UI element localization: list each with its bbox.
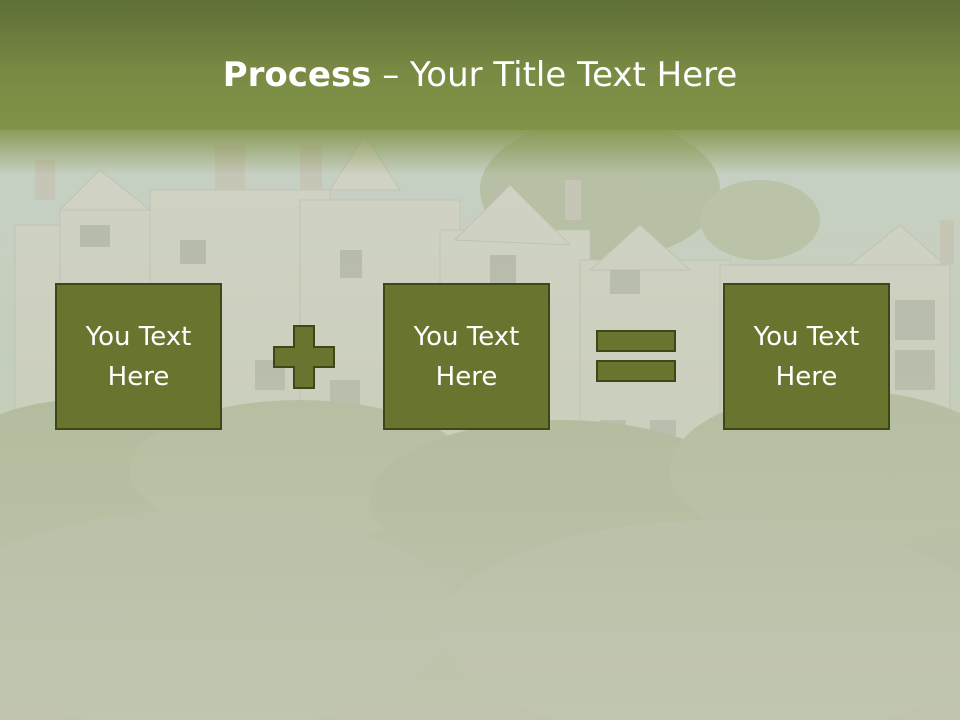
title-text: – Your Title Text Here <box>371 55 738 95</box>
title-bar <box>0 0 960 130</box>
process-box-2[interactable]: You Text Here <box>383 283 550 430</box>
equals-icon <box>596 330 676 382</box>
title-bar-fade <box>0 125 960 175</box>
title-bold: Process <box>222 55 372 95</box>
process-box-2-text: You Text Here <box>413 321 520 392</box>
process-box-1[interactable]: You Text Here <box>55 283 222 430</box>
process-box-3[interactable]: You Text Here <box>723 283 890 430</box>
slide-title: Process – Your Title Text Here <box>0 52 960 98</box>
process-box-3-text: You Text Here <box>753 321 860 392</box>
process-box-1-text: You Text Here <box>85 321 192 392</box>
plus-icon <box>273 325 335 389</box>
